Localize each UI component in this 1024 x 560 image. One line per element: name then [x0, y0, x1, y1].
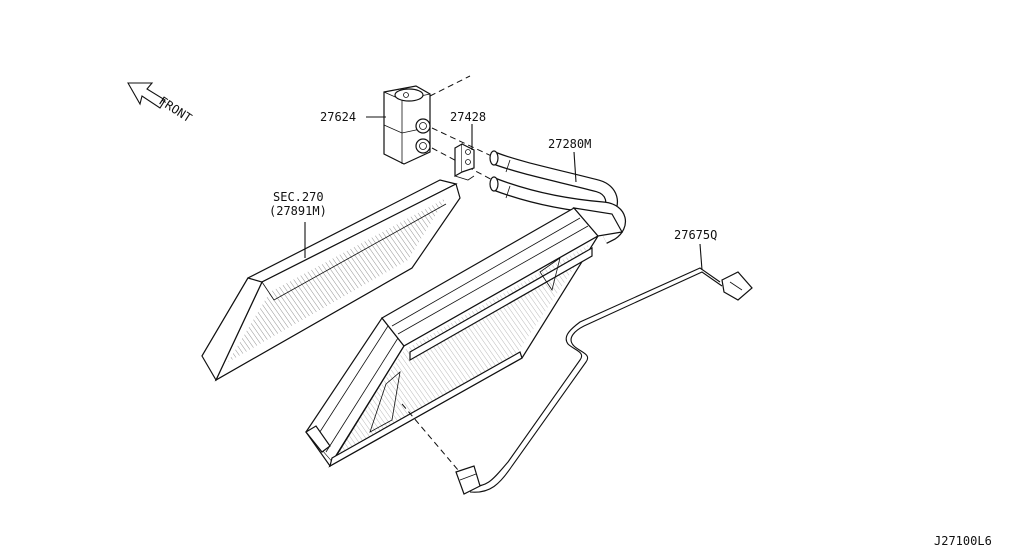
callout-27675q: 27675Q	[674, 228, 717, 242]
expansion-valve	[383, 85, 431, 165]
callout-27428: 27428	[450, 110, 486, 124]
callout-27280m: 27280M	[548, 137, 591, 151]
air-filter	[201, 179, 461, 382]
callout-27891m: (27891M)	[269, 204, 327, 218]
sensor-harness	[455, 267, 753, 495]
callout-sec270: SEC.270	[273, 190, 324, 204]
front-label: FRONT	[156, 94, 194, 125]
callout-27624: 27624	[320, 110, 356, 124]
front-arrow-icon	[127, 82, 166, 109]
drawing-code: J27100L6	[934, 534, 992, 548]
bracket	[454, 142, 475, 181]
evaporator-core	[305, 207, 623, 468]
